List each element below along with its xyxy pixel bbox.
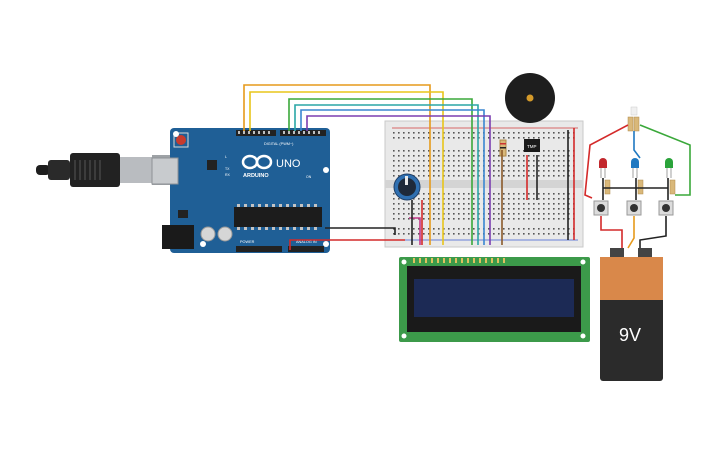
analog-header-label: ANALOG IN [296, 240, 317, 244]
reset-button[interactable] [176, 135, 186, 145]
power-header-label: POWER [240, 240, 255, 244]
wire-purple[interactable] [306, 115, 491, 245]
battery-9v[interactable]: 9V [600, 248, 663, 381]
led-red[interactable] [599, 158, 607, 178]
battery-label: 9V [619, 325, 641, 345]
on-led-label: ON [306, 175, 312, 179]
wire-green[interactable] [288, 98, 473, 245]
wire-teal[interactable] [294, 104, 479, 245]
wires-right [584, 124, 691, 250]
piezo-buzzer[interactable] [505, 73, 555, 123]
lcd-display[interactable] [399, 257, 590, 342]
arduino-brand-label: ARDUINO [243, 173, 269, 179]
potentiometer[interactable] [393, 173, 421, 201]
usb-cable[interactable] [36, 153, 174, 187]
pushbutton-2[interactable] [626, 200, 642, 216]
lcd-screen [414, 279, 574, 317]
led-blue[interactable] [631, 158, 639, 178]
arduino-board[interactable]: ARDUINO UNO DIGITAL (PWM~) ANALOG IN POW… [151, 128, 330, 253]
rx-label: RX [225, 173, 231, 177]
pushbutton-3[interactable] [658, 200, 674, 216]
arduino-model-label: UNO [276, 158, 301, 170]
wire-blue[interactable] [300, 109, 485, 245]
wire-black-gnd[interactable] [325, 227, 396, 235]
digital-header-label: DIGITAL (PWM~) [264, 142, 294, 146]
wire-orange[interactable] [243, 84, 431, 245]
sensor-label: TMP [527, 144, 537, 149]
temperature-sensor[interactable]: TMP [524, 139, 540, 152]
led-resistors [604, 106, 676, 195]
wire-yellow[interactable] [249, 91, 444, 245]
wire-red-5v[interactable] [289, 239, 405, 250]
led-green[interactable] [665, 158, 673, 178]
breadboard-resistor [499, 139, 507, 157]
microcontroller-chip [234, 207, 322, 227]
tx-label: TX [225, 167, 230, 171]
arduino-logo [241, 154, 273, 170]
pushbutton-1[interactable] [593, 200, 609, 216]
l-led-label: L [225, 155, 227, 159]
wires-digital [243, 84, 575, 250]
